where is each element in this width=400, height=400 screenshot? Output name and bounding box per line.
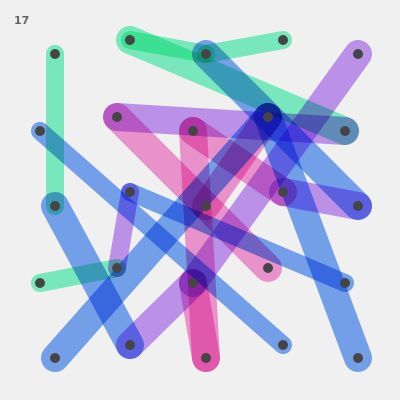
connection-segment[interactable] [108, 183, 139, 277]
connection-segment[interactable] [179, 269, 220, 372]
node-dot[interactable] [112, 263, 122, 273]
node-dot[interactable] [278, 35, 288, 45]
node-dot[interactable] [188, 278, 198, 288]
node-dot[interactable] [278, 340, 288, 350]
node-dot[interactable] [278, 187, 288, 197]
node-dot[interactable] [125, 187, 135, 197]
node-dot[interactable] [125, 340, 135, 350]
connection-segment[interactable] [179, 40, 372, 297]
node-dot[interactable] [112, 112, 122, 122]
level-number: 17 [14, 14, 30, 27]
connection-segment[interactable] [192, 103, 282, 220]
node-layer [35, 35, 363, 363]
node-dot[interactable] [353, 49, 363, 59]
node-dot[interactable] [263, 112, 273, 122]
connection-layer [31, 26, 372, 372]
node-dot[interactable] [263, 263, 273, 273]
node-dot[interactable] [353, 201, 363, 211]
node-dot[interactable] [50, 353, 60, 363]
node-dot[interactable] [35, 126, 45, 136]
node-dot[interactable] [188, 126, 198, 136]
node-dot[interactable] [201, 353, 211, 363]
connection-segment[interactable] [103, 103, 359, 145]
node-dot[interactable] [340, 278, 350, 288]
node-dot[interactable] [201, 201, 211, 211]
node-dot[interactable] [340, 126, 350, 136]
node-dot[interactable] [50, 49, 60, 59]
node-dot[interactable] [35, 278, 45, 288]
node-dot[interactable] [125, 35, 135, 45]
node-dot[interactable] [353, 353, 363, 363]
connection-segment[interactable] [41, 192, 144, 359]
node-dot[interactable] [201, 49, 211, 59]
node-dot[interactable] [50, 201, 60, 211]
